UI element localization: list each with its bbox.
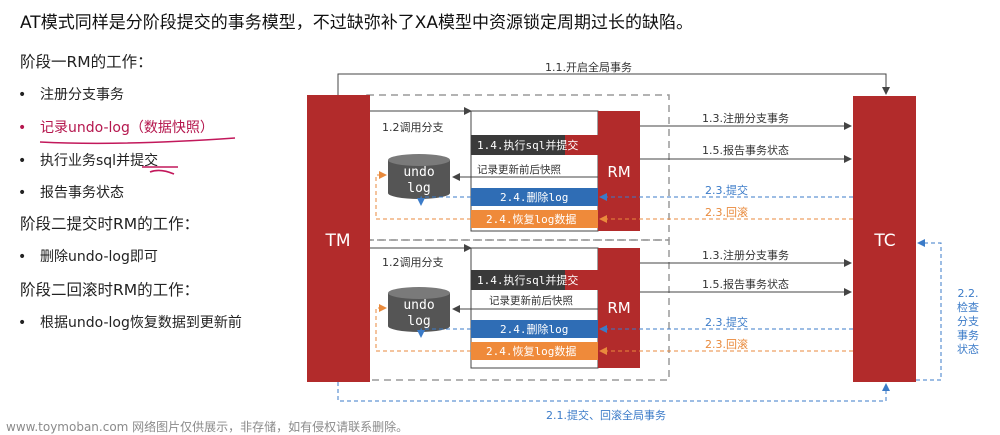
arrow-delete-to-undo-2 [417, 328, 471, 338]
underline-mark [142, 166, 178, 175]
svg-text:事务: 事务 [957, 329, 979, 342]
watermark: www.toymoban.com 网络图片仅供展示，非存储，如有侵权请联系删除。 [6, 420, 409, 434]
exec-sql-commit-highlight [565, 135, 598, 155]
phase1-item-highlighted: •记录undo-log（数据快照） [18, 120, 214, 136]
log-text-1: log [407, 181, 430, 196]
bullet-dot: • [18, 153, 27, 169]
label-rollback-2: 2.3.回滚 [705, 337, 748, 351]
rm-label-2: RM [607, 299, 630, 317]
arrow-restore-from-undo-1 [375, 171, 471, 220]
exec-sql-commit-highlight [565, 270, 598, 290]
handwritten-annotation [39, 137, 236, 175]
label-delete-log-1: 2.4.删除log [500, 190, 568, 204]
undo-log-db-2: undo log [388, 287, 450, 332]
label-commit-1: 2.3.提交 [705, 183, 748, 197]
bullet-dot: • [18, 185, 27, 201]
svg-text:分支: 分支 [957, 315, 979, 328]
svg-text:状态: 状态 [957, 342, 979, 356]
svg-text:检查: 检查 [957, 300, 979, 314]
undo-log-db-1: undo log [388, 154, 450, 199]
undo-text-1: undo [403, 165, 434, 180]
phase2-commit-title: 阶段二提交时RM的工作： [20, 215, 200, 233]
label-delete-log-2: 2.4.删除log [500, 322, 568, 336]
delete-log-box-1 [471, 188, 598, 206]
label-register-branch-2: 1.3.注册分支事务 [702, 248, 789, 262]
arrow-restore-from-undo-2 [375, 304, 471, 352]
tc-label: TC [873, 231, 895, 251]
bullet-dot: • [18, 249, 27, 265]
phase1-item: •注册分支事务 [18, 87, 124, 103]
label-call-branch-2: 1.2调用分支 [382, 256, 444, 269]
label-check-branch-status: 2.2. 检查 分支 事务 状态 [957, 287, 979, 356]
headline: AT模式同样是分阶段提交的事务模型，不过缺弥补了XA模型中资源锁定周期过长的缺陷… [20, 13, 693, 33]
phase2-rollback-title: 阶段二回滚时RM的工作： [20, 281, 200, 299]
log-text-2: log [407, 314, 430, 329]
rm-label-1: RM [607, 163, 630, 181]
svg-text:2.2.: 2.2. [958, 287, 979, 300]
label-record-snapshot-1: 记录更新前后快照 [477, 163, 561, 176]
label-commit-2: 2.3.提交 [705, 315, 748, 329]
delete-log-box-2 [471, 320, 598, 338]
tm-box [307, 95, 370, 382]
label-report-status-2: 1.5.报告事务状态 [702, 277, 789, 291]
label-begin-global: 1.1.开启全局事务 [545, 60, 632, 74]
label-record-snapshot-2: 记录更新前后快照 [489, 294, 573, 307]
label-register-branch-1: 1.3.注册分支事务 [702, 111, 789, 125]
label-restore-log-1: 2.4.恢复log数据 [486, 212, 576, 226]
label-exec-sql-1: 1.4.执行sql并提交 [477, 138, 578, 152]
label-restore-log-2: 2.4.恢复log数据 [486, 344, 576, 358]
arrow-check-branch-status [916, 239, 942, 381]
restore-log-box-1 [471, 210, 598, 228]
service-group-2 [366, 239, 670, 381]
restore-log-box-2 [471, 342, 598, 360]
arrow-global-commit-rollback [337, 382, 890, 402]
bullet-dot: • [18, 120, 27, 136]
label-report-status-1: 1.5.报告事务状态 [702, 143, 789, 157]
label-global-commit-rollback: 2.1.提交、回滚全局事务 [546, 408, 666, 422]
bullet-dot: • [18, 315, 27, 331]
label-exec-sql-2: 1.4.执行sql并提交 [477, 273, 578, 287]
bullet-dot: • [18, 87, 27, 103]
phase1-title: 阶段一RM的工作： [20, 53, 153, 71]
undo-text-2: undo [403, 298, 434, 313]
phase1-item: •报告事务状态 [18, 185, 124, 201]
arrow-delete-to-undo-1 [417, 196, 471, 206]
phase2-rollback-item: •根据undo-log恢复数据到更新前 [18, 315, 242, 331]
rm-box-1 [598, 111, 640, 231]
label-call-branch-1: 1.2调用分支 [382, 121, 444, 134]
arrow-begin-global [337, 73, 890, 95]
phase1-item: •执行业务sql并提交 [18, 153, 159, 169]
label-rollback-1: 2.3.回滚 [705, 205, 748, 219]
underline-mark [39, 137, 236, 145]
tc-box [853, 96, 916, 382]
tm-label: TM [324, 231, 350, 251]
phase2-commit-item: •删除undo-log即可 [18, 249, 158, 265]
